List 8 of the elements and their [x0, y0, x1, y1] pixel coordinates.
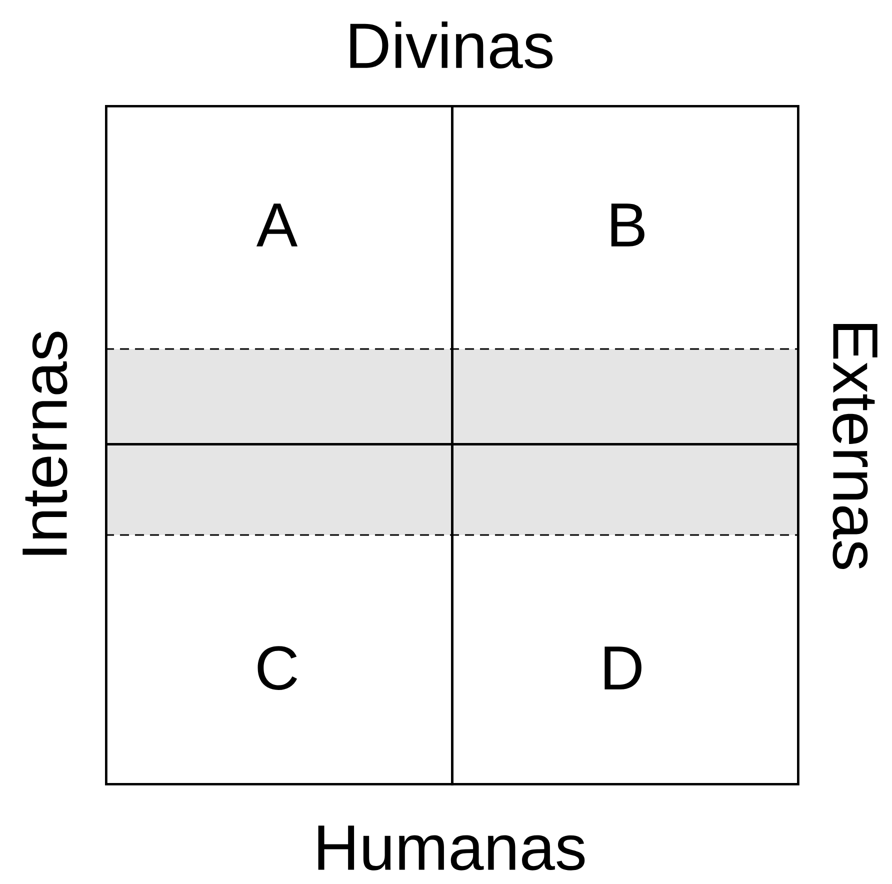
- quadrant-box: D: [451, 443, 800, 786]
- quadrant-box: C: [105, 443, 454, 786]
- axis-label: Internas: [22, 332, 68, 555]
- quadrant-box: B: [451, 105, 800, 446]
- axis-label: Humanas: [318, 826, 585, 870]
- quadrant-box: A: [105, 105, 454, 446]
- axis-label: Externas: [832, 324, 878, 569]
- axis-label: Divinas: [350, 22, 553, 68]
